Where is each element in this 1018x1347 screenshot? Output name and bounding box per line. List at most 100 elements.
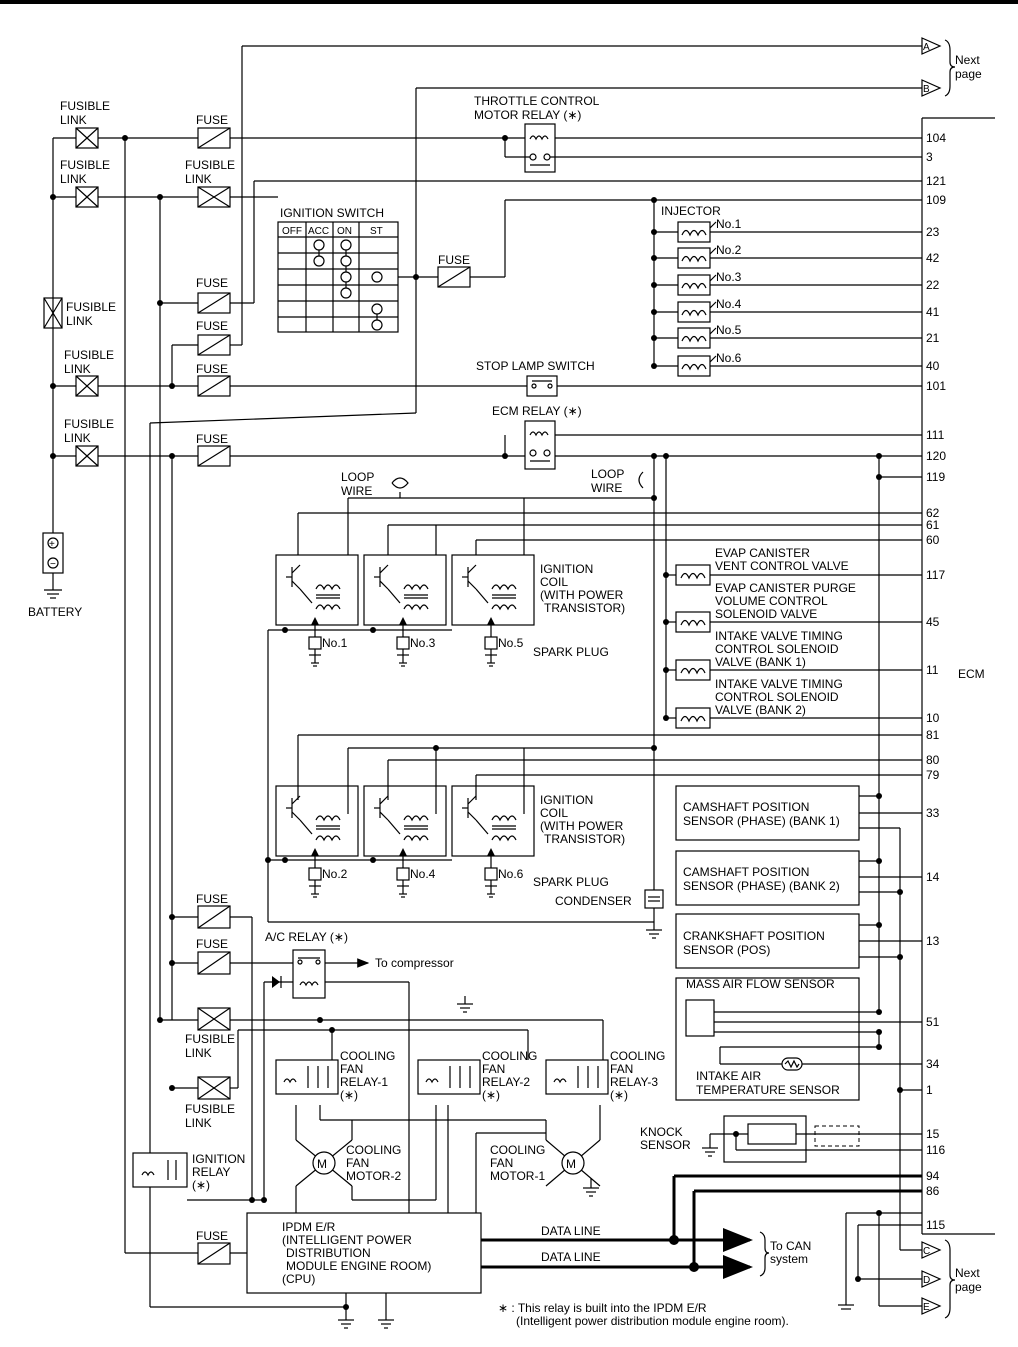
svg-text:ST: ST: [370, 226, 383, 237]
svg-text:SENSOR (PHASE) (BANK 1): SENSOR (PHASE) (BANK 1): [683, 814, 840, 828]
svg-text:VALVE (BANK 1): VALVE (BANK 1): [715, 655, 806, 669]
fuse-104: FUSE: [196, 113, 231, 149]
svg-text:FUSE: FUSE: [438, 253, 470, 267]
ecm-terminal-label: 111: [926, 428, 945, 442]
svg-text:FAN: FAN: [610, 1062, 633, 1076]
svg-text:system: system: [770, 1252, 808, 1266]
ecm-terminal-label: 21: [926, 331, 940, 345]
svg-text:FAN: FAN: [346, 1156, 369, 1170]
ignition-coil-no5: No.5: [451, 554, 535, 667]
cooling-fan-motor-1: M COOLING FAN MOTOR-1: [490, 1139, 601, 1197]
svg-text:ON: ON: [337, 226, 352, 237]
mass-air-flow-sensor: MASS AIR FLOW SENSOR INTAKE AIR TEMPERAT…: [675, 977, 922, 1101]
svg-text:CAMSHAFT POSITION: CAMSHAFT POSITION: [683, 865, 809, 879]
svg-text:ACC: ACC: [308, 226, 329, 237]
svg-text:WIRE: WIRE: [341, 484, 372, 498]
svg-text:DISTRIBUTION: DISTRIBUTION: [286, 1246, 371, 1260]
svg-text:(CPU): (CPU): [282, 1272, 315, 1286]
svg-text:OFF: OFF: [282, 226, 302, 237]
to-can-label: To CAN: [770, 1239, 811, 1253]
connector-b: B: [149, 79, 942, 424]
data-line-1: DATA LINE: [481, 1224, 753, 1252]
throttle-control-motor-relay: THROTTLE CONTROL MOTOR RELAY (∗): [474, 94, 922, 173]
solenoid-valve-4: [663, 707, 922, 729]
svg-text:MOTOR-1: MOTOR-1: [490, 1169, 545, 1183]
connector-d: D: [858, 1270, 942, 1288]
ignition-relay: IGNITION RELAY (∗): [132, 1152, 245, 1192]
svg-text:TRANSISTOR): TRANSISTOR): [544, 832, 625, 846]
cooling-fan-relays: COOLINGFANRELAY-1(∗)COOLINGFANRELAY-2(∗)…: [275, 1049, 665, 1102]
svg-text:No.4: No.4: [716, 297, 742, 311]
svg-text:FUSIBLE: FUSIBLE: [185, 1102, 235, 1116]
svg-text:KNOCK: KNOCK: [640, 1125, 683, 1139]
fusible-link-3: FUSIBLE LINK: [43, 297, 116, 329]
fuse-injector: FUSE: [437, 253, 471, 288]
evap-vent-label: EVAP CANISTER VENT CONTROL VALVE: [715, 546, 849, 573]
svg-text:FUSIBLE: FUSIBLE: [60, 158, 110, 172]
ecm-terminal-label: 1: [926, 1083, 933, 1097]
svg-text:No.1: No.1: [716, 217, 742, 231]
svg-text:FAN: FAN: [490, 1156, 513, 1170]
ecm-terminal-label: 121: [926, 174, 946, 188]
fusible-link-fan-2: FUSIBLE LINK: [185, 1076, 235, 1130]
svg-text:INTAKE AIR: INTAKE AIR: [696, 1069, 761, 1083]
fuse-101: FUSE: [196, 362, 231, 397]
svg-text:(Intelligent power distributio: (Intelligent power distribution module e…: [516, 1314, 789, 1328]
crankshaft-sensor: CRANKSHAFT POSITION SENSOR (POS): [675, 913, 860, 969]
ecm-terminal-label: 51: [926, 1015, 940, 1029]
svg-text:LINK: LINK: [185, 172, 212, 186]
svg-text:COIL: COIL: [540, 806, 568, 820]
injectors: No.1No.2No.3No.4No.5No.6: [651, 217, 922, 377]
svg-text:IGNITION: IGNITION: [540, 562, 593, 576]
svg-text:STOP LAMP SWITCH: STOP LAMP SWITCH: [476, 359, 595, 373]
ecm-terminal-label: 60: [926, 533, 940, 547]
svg-text:LINK: LINK: [66, 314, 93, 328]
svg-text:+: +: [49, 539, 55, 550]
svg-text:FAN: FAN: [340, 1062, 363, 1076]
camshaft-sensor-bank2: CAMSHAFT POSITION SENSOR (PHASE) (BANK 2…: [675, 850, 860, 906]
svg-text:CONTROL SOLENOID: CONTROL SOLENOID: [715, 690, 839, 704]
loop-wire-right: LOOP WIRE: [591, 467, 644, 495]
fusible-link-1: FUSIBLE LINK: [60, 99, 110, 149]
fuse-ac-2: FUSE: [196, 937, 231, 975]
svg-text:IGNITION: IGNITION: [540, 793, 593, 807]
ecm-terminal-label: 42: [926, 251, 940, 265]
fusible-link-2: FUSIBLE LINK: [60, 158, 110, 208]
ecm-terminal-label: 41: [926, 305, 940, 319]
ignition-coil-no2: No.2: [275, 785, 359, 898]
svg-text:LOOP: LOOP: [341, 470, 374, 484]
svg-text:EVAP CANISTER: EVAP CANISTER: [715, 546, 810, 560]
svg-text:C: C: [923, 1246, 930, 1257]
svg-text:COOLING: COOLING: [340, 1049, 395, 1063]
svg-text:FUSIBLE: FUSIBLE: [66, 300, 116, 314]
fuse-ipdm: FUSE: [196, 1229, 231, 1265]
svg-text:(∗): (∗): [192, 1178, 210, 1192]
svg-text:B: B: [923, 84, 930, 95]
svg-text:SENSOR (PHASE) (BANK 2): SENSOR (PHASE) (BANK 2): [683, 879, 840, 893]
stop-lamp-switch: STOP LAMP SWITCH: [476, 359, 595, 397]
injector-2: No.2: [651, 243, 922, 269]
ecm-terminal-label: 11: [926, 663, 939, 677]
svg-text:page: page: [955, 1280, 982, 1294]
svg-text:No.4: No.4: [410, 867, 436, 881]
fusible-link-4: FUSIBLE LINK: [64, 348, 114, 397]
ecm-terminal-label: 117: [926, 568, 945, 582]
svg-text:FUSIBLE: FUSIBLE: [185, 158, 235, 172]
next-page-label-bottom: Next: [955, 1266, 980, 1280]
ignition-coil-no1: No.1: [275, 554, 359, 667]
ignition-switch: IGNITION SWITCH OFF ACC ON ST: [277, 206, 438, 333]
ecm-terminal-label: 79: [926, 768, 940, 782]
svg-text:MODULE ENGINE ROOM): MODULE ENGINE ROOM): [286, 1259, 431, 1273]
ecm-terminal-label: 23: [926, 225, 940, 239]
svg-text:LINK: LINK: [185, 1116, 212, 1130]
ac-relay: A/C RELAY (∗) To compressor: [265, 930, 454, 999]
ecm-terminal-label: 40: [926, 359, 940, 373]
svg-text:LOOP: LOOP: [591, 467, 624, 481]
next-page-brace-top: [944, 39, 956, 97]
ecm-terminal-label: 33: [926, 806, 940, 820]
svg-text:VOLUME CONTROL: VOLUME CONTROL: [715, 594, 828, 608]
ecm-terminal-label: 80: [926, 753, 940, 767]
